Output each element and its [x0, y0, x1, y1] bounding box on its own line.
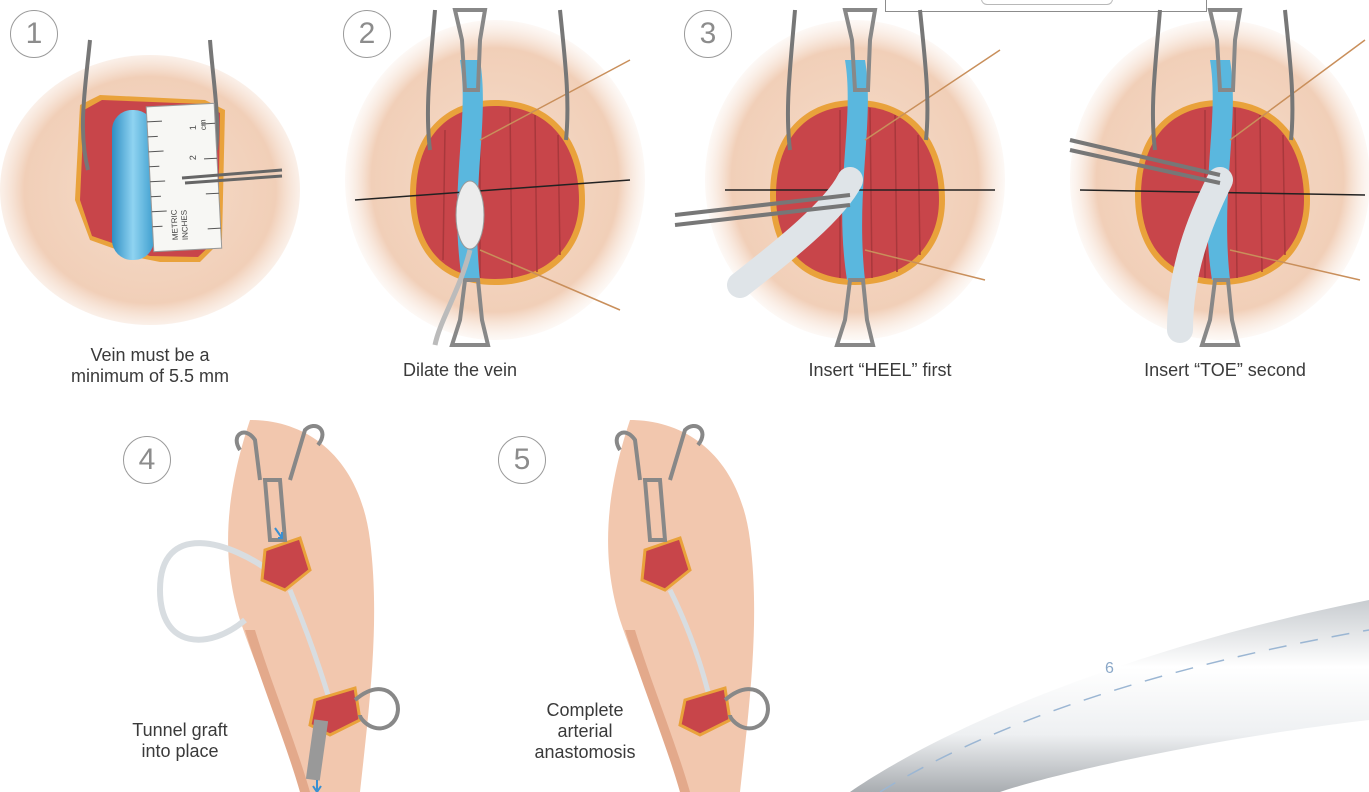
ruler-label-1: 1: [188, 125, 198, 131]
caption-step-3-toe: Insert “TOE” second: [1100, 360, 1350, 381]
step-number-3: 3: [684, 10, 732, 58]
ruler-label-metric: METRIC: [169, 209, 180, 240]
ruler-label-cm: cm: [198, 119, 208, 130]
step-number-4: 4: [123, 436, 171, 484]
caption-step-4: Tunnel graft into place: [110, 720, 250, 762]
step-number-5: 5: [498, 436, 546, 484]
graft-tube: [850, 600, 1369, 792]
dilator: [456, 181, 484, 249]
caption-step-2: Dilate the vein: [360, 360, 560, 381]
caption-step-5: Complete arterial anastomosis: [515, 700, 655, 763]
caption-step-1: Vein must be a minimum of 5.5 mm: [20, 345, 280, 387]
ruler-label-2: 2: [188, 155, 198, 161]
graft-tube-photo: 6: [820, 560, 1369, 792]
caption-step-3-heel: Insert “HEEL” first: [760, 360, 1000, 381]
illustration-step-3-toe: [1030, 0, 1369, 350]
graft-marking: 6: [1105, 660, 1114, 677]
ruler-label-inches: INCHES: [179, 210, 190, 241]
step-number-1: 1: [10, 10, 58, 58]
step-number-2: 2: [343, 10, 391, 58]
muscle: [416, 106, 579, 279]
